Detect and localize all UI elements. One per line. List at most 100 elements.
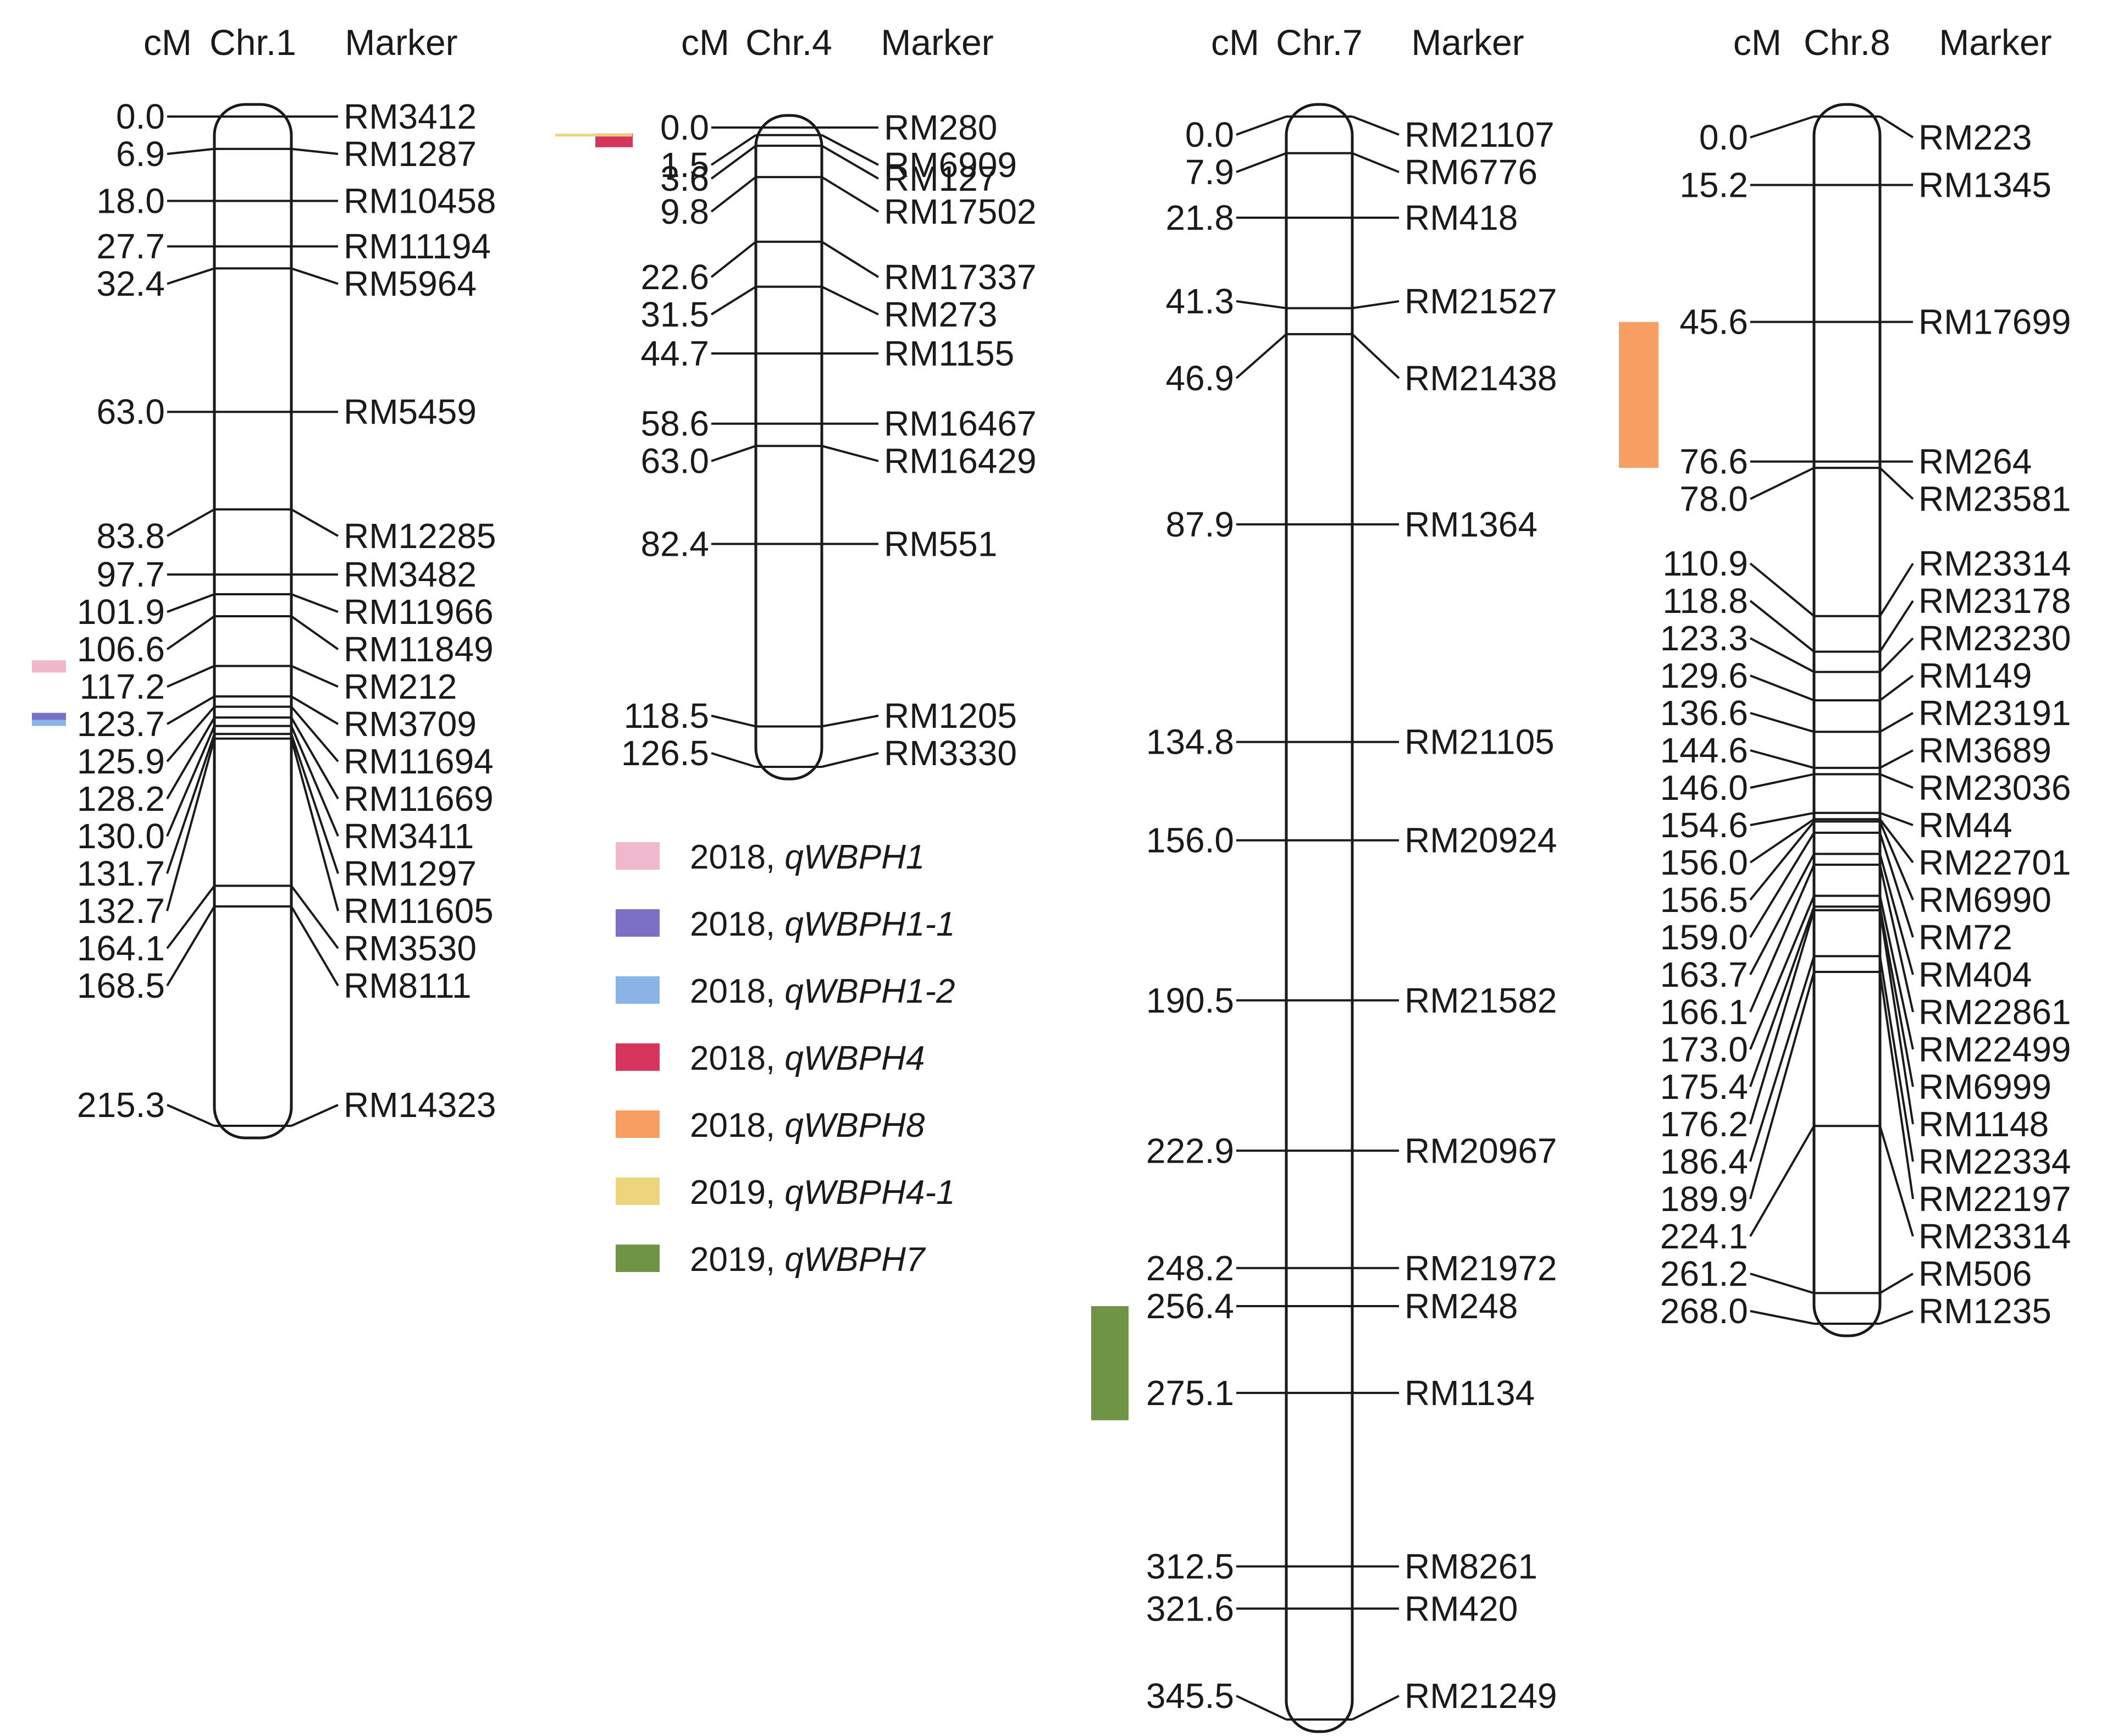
- marker-name: RM11966: [344, 592, 494, 632]
- marker-name: RM6990: [1918, 880, 2051, 920]
- qtl-bar-qwbph1-1: [32, 712, 66, 720]
- cm-position: 3.6: [660, 159, 709, 198]
- marker-header: Marker: [1411, 22, 1524, 63]
- cm-position: 156.5: [1660, 880, 1748, 920]
- cm-position: 63.0: [640, 441, 709, 481]
- cm-header: cM: [681, 22, 729, 63]
- marker-connector: [1879, 637, 1914, 673]
- cm-position: 248.2: [1146, 1248, 1234, 1288]
- cm-connector: [167, 665, 215, 688]
- cm-connector: [1750, 1310, 1815, 1325]
- marker-connector: [291, 267, 339, 285]
- cm-position: 222.9: [1146, 1131, 1234, 1170]
- cm-connector: [166, 725, 215, 837]
- marker-connector: [1879, 467, 1914, 500]
- marker-name: RM11694: [344, 742, 494, 781]
- marker-name: RM21972: [1404, 1248, 1557, 1288]
- cm-connector: [1236, 300, 1287, 309]
- cm-position: 0.0: [1699, 118, 1748, 157]
- cm-connector: [1749, 895, 1815, 1050]
- marker-connector: [821, 715, 879, 728]
- marker-connector: [1879, 821, 1914, 900]
- marker-connector: [291, 593, 339, 613]
- marker-connector: [1879, 1310, 1914, 1325]
- marker-connector: [1879, 895, 1914, 1050]
- marker-connector: [1879, 1125, 1914, 1237]
- marker-name: RM12285: [344, 516, 496, 556]
- cm-position: 31.5: [640, 295, 709, 334]
- cm-connector: [1750, 773, 1815, 789]
- cm-connector: [710, 241, 757, 278]
- marker-connector: [1879, 906, 1914, 1087]
- marker-connector: [1879, 712, 1914, 733]
- marker-name: RM1297: [344, 854, 477, 893]
- legend-item: 2019, qWBPH7: [616, 1241, 926, 1279]
- marker-name: RM23314: [1918, 544, 2071, 583]
- legend-item: 2018, qWBPH8: [616, 1107, 925, 1145]
- marker-name: RM1205: [884, 696, 1017, 736]
- marker-name: RM22197: [1918, 1179, 2071, 1219]
- cm-connector: [1236, 1695, 1287, 1721]
- marker-connector: [291, 147, 339, 155]
- cm-position: 87.9: [1165, 505, 1234, 544]
- cm-position: 321.6: [1146, 1589, 1234, 1628]
- marker-name: RM14323: [344, 1085, 496, 1125]
- marker-connector: [1879, 811, 1914, 826]
- marker-name: RM44: [1918, 805, 2012, 845]
- cm-connector: [166, 733, 215, 874]
- cm-position: 215.3: [77, 1085, 165, 1125]
- marker-name: RM264: [1918, 442, 2032, 482]
- cm-connector: [711, 752, 756, 768]
- marker-name: RM21107: [1404, 115, 1555, 154]
- legend-swatch: [616, 1177, 660, 1205]
- cm-position: 125.9: [77, 742, 165, 781]
- cm-position: 7.9: [1185, 152, 1234, 192]
- legend-label: 2018, qWBPH1-1: [690, 905, 955, 943]
- marker-connector: [1352, 152, 1400, 173]
- marker-connector: [1879, 956, 1914, 1162]
- cm-position: 345.5: [1146, 1676, 1234, 1716]
- cm-position: 123.3: [1660, 618, 1748, 658]
- cm-connector: [1749, 906, 1815, 1087]
- cm-position: 6.9: [116, 134, 165, 174]
- marker-name: RM3412: [344, 97, 477, 136]
- cm-position: 166.1: [1660, 992, 1748, 1032]
- cm-position: 46.9: [1165, 358, 1234, 398]
- cm-position: 76.6: [1679, 442, 1748, 482]
- chromosome-title: Chr.7: [1276, 22, 1363, 63]
- cm-connector: [166, 738, 215, 911]
- cm-position: 256.4: [1146, 1286, 1234, 1326]
- legend-item: 2018, qWBPH1-2: [616, 972, 955, 1010]
- chromosome-body: [754, 114, 823, 781]
- cm-connector: [1749, 821, 1815, 901]
- cm-connector: [166, 905, 215, 987]
- marker-connector: [821, 752, 879, 768]
- cm-position: 146.0: [1660, 768, 1748, 808]
- cm-connector: [1750, 811, 1815, 826]
- marker-connector: [1879, 562, 1914, 617]
- cm-connector: [167, 267, 215, 285]
- cm-connector: [1750, 637, 1815, 673]
- marker-name: RM3689: [1918, 731, 2051, 770]
- cm-connector: [1749, 853, 1815, 975]
- marker-connector: [821, 241, 880, 278]
- cm-position: 168.5: [77, 966, 165, 1005]
- qtl-bar-qwbph4-1: [555, 134, 632, 137]
- marker-name: RM212: [344, 667, 457, 706]
- marker-name: RM17699: [1918, 302, 2071, 342]
- marker-name: RM5964: [344, 264, 477, 303]
- chromosome-title: Chr.4: [745, 22, 832, 63]
- cm-position: 0.0: [660, 108, 709, 147]
- cm-connector: [710, 134, 757, 166]
- marker-connector: [290, 706, 339, 762]
- marker-name: RM16467: [884, 404, 1037, 444]
- cm-connector: [166, 695, 215, 725]
- marker-header: Marker: [881, 22, 993, 63]
- cm-position: 110.9: [1663, 544, 1748, 583]
- cm-connector: [1749, 910, 1815, 1125]
- cm-position: 312.5: [1146, 1546, 1234, 1586]
